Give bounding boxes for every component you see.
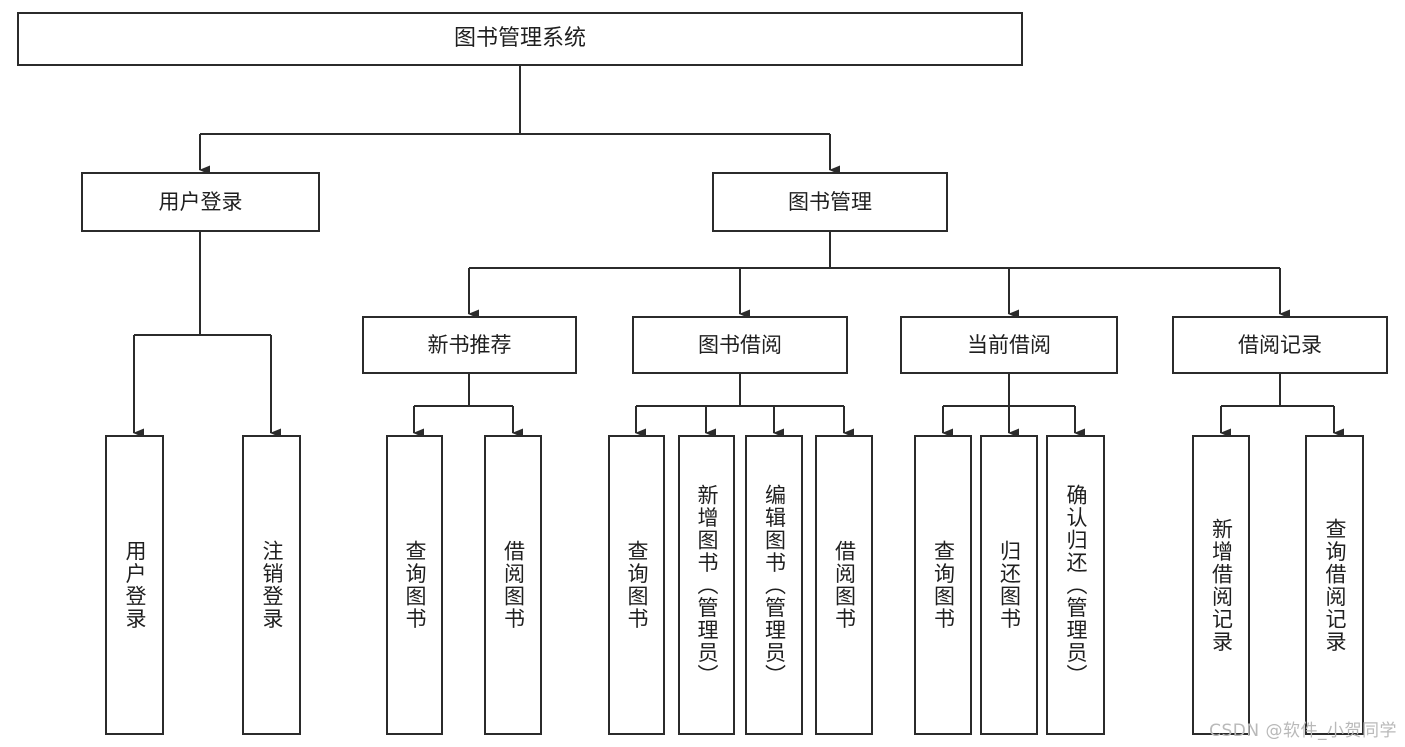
node-label: 查询图书 xyxy=(931,540,956,630)
leaf-node-6[interactable]: 编辑图书（管理员） xyxy=(745,435,803,735)
level2-node-1[interactable]: 图书借阅 xyxy=(632,316,848,374)
node-label: 用户登录 xyxy=(158,189,243,214)
leaf-node-7[interactable]: 借阅图书 xyxy=(815,435,873,735)
level2-node-3[interactable]: 借阅记录 xyxy=(1172,316,1388,374)
leaf-node-0[interactable]: 用户登录 xyxy=(105,435,164,735)
node-label: 借阅图书 xyxy=(501,540,526,630)
node-label: 归还图书 xyxy=(997,540,1022,630)
node-label: 编辑图书（管理员） xyxy=(762,483,787,687)
leaf-node-11[interactable]: 新增借阅记录 xyxy=(1192,435,1250,735)
watermark-credit: CSDN @软件_小贺同学 xyxy=(1209,721,1397,741)
level2-node-2[interactable]: 当前借阅 xyxy=(900,316,1118,374)
node-label: 图书借阅 xyxy=(698,332,782,357)
leaf-node-10[interactable]: 确认归还（管理员） xyxy=(1046,435,1105,735)
level1-node-0[interactable]: 用户登录 xyxy=(81,172,320,232)
node-label: 查询图书 xyxy=(403,540,427,630)
leaf-node-5[interactable]: 新增图书（管理员） xyxy=(678,435,735,735)
leaf-node-9[interactable]: 归还图书 xyxy=(980,435,1038,735)
node-label: 图书管理系统 xyxy=(453,26,586,52)
leaf-node-3[interactable]: 借阅图书 xyxy=(484,435,542,735)
node-label: 新增借阅记录 xyxy=(1209,517,1234,653)
node-label: 查询借阅记录 xyxy=(1323,517,1347,653)
level1-node-1[interactable]: 图书管理 xyxy=(712,172,948,232)
node-label: 新增图书（管理员） xyxy=(695,483,719,687)
node-label: 确认归还（管理员） xyxy=(1064,483,1088,687)
leaf-node-1[interactable]: 注销登录 xyxy=(242,435,301,735)
root-node[interactable]: 图书管理系统 xyxy=(17,12,1023,66)
node-label: 当前借阅 xyxy=(967,332,1051,357)
leaf-node-4[interactable]: 查询图书 xyxy=(608,435,665,735)
leaf-node-8[interactable]: 查询图书 xyxy=(914,435,972,735)
node-label: 图书管理 xyxy=(788,189,872,214)
node-label: 新书推荐 xyxy=(427,332,512,357)
leaf-node-12[interactable]: 查询借阅记录 xyxy=(1305,435,1364,735)
node-label: 注销登录 xyxy=(260,540,284,630)
node-label: 借阅图书 xyxy=(832,540,857,630)
node-label: 用户登录 xyxy=(123,540,147,630)
node-label: 查询图书 xyxy=(625,540,649,630)
level2-node-0[interactable]: 新书推荐 xyxy=(362,316,577,374)
connector-lines xyxy=(132,66,1344,438)
node-label: 借阅记录 xyxy=(1238,332,1322,357)
leaf-node-2[interactable]: 查询图书 xyxy=(386,435,443,735)
